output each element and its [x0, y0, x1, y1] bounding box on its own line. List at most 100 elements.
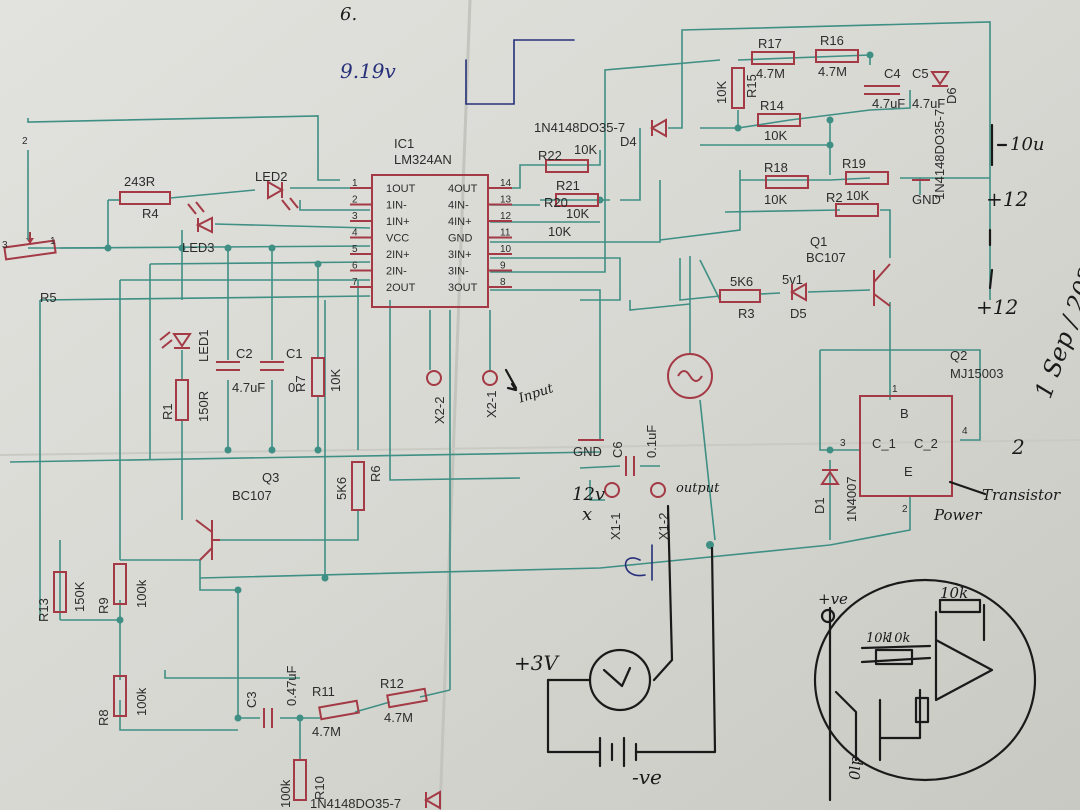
c2-ref: C2	[236, 346, 253, 361]
r11-value: 4.7M	[312, 724, 341, 739]
ic1-pin-name: 2IN-	[386, 266, 407, 278]
q2-type: MJ15003	[950, 366, 1003, 381]
ic1-ref: IC1	[394, 136, 414, 151]
ic1-pin-number: 8	[500, 277, 506, 288]
r12-ref: R12	[380, 676, 404, 691]
r9-value: 100k	[134, 579, 149, 608]
resistor-r3: 5K6 R3	[719, 274, 761, 321]
led2-label: LED2	[255, 169, 288, 184]
q2-pin-4: 4	[962, 426, 968, 437]
resistor-r20: R20 10K 10K	[544, 195, 589, 239]
q1-ref: Q1	[810, 234, 827, 249]
capacitor-c1: C1 0.	[260, 346, 303, 395]
resistor-r6: 5K6 R6	[334, 461, 383, 511]
q2-c2: C_2	[914, 436, 938, 451]
r17-ref: R17	[758, 36, 782, 51]
ic1-pin-number: 9	[500, 261, 506, 272]
led1-label: LED1	[196, 329, 211, 362]
aux-olp: 0lp	[846, 756, 864, 780]
resistor-r16: R16 4.7M	[815, 33, 859, 79]
r3-ref: R3	[738, 306, 755, 321]
r22-value: 10K	[574, 142, 597, 157]
switch-symbol	[990, 123, 1008, 167]
led2: LED2	[255, 169, 299, 211]
led3-label: LED3	[182, 240, 215, 255]
aux-sketch-circle	[813, 578, 1037, 782]
r4-ref: R4	[142, 206, 159, 221]
gnd-mid: GND	[573, 439, 604, 459]
r15-value: 10K	[714, 81, 729, 104]
c5-ref: C5	[912, 66, 929, 81]
q3-ref: Q3	[262, 470, 279, 485]
r16-ref: R16	[820, 33, 844, 48]
capacitor-c4: C4 4.7uF	[864, 66, 905, 111]
d1-ref: D1	[812, 497, 827, 514]
resistor-r4: 243R R4	[119, 174, 171, 221]
resistor-r8: R8 100k	[96, 675, 149, 726]
r20-ref: R20	[544, 195, 568, 210]
q1-type: BC107	[806, 250, 846, 265]
output-note: output	[676, 481, 720, 496]
resistor-r10: 100k R10	[278, 759, 327, 808]
d1-part: 1N4007	[844, 476, 859, 522]
x-mark: x	[582, 504, 592, 525]
paper-fold	[438, 0, 472, 810]
diode-d4: 1N4148DO35-7 D4	[534, 118, 667, 149]
transistor-q1: Q1 BC107	[806, 234, 891, 307]
c1-value: 0.	[288, 380, 299, 395]
page-number: 6.	[340, 4, 357, 25]
ic1-pin-name: 1IN+	[386, 216, 410, 228]
r11-ref: R11	[312, 684, 335, 699]
ic1-pin-number: 11	[500, 228, 511, 239]
plus-12-a: +12	[986, 187, 1028, 211]
r15-ref: R15	[744, 74, 759, 98]
r22-ref: R22	[538, 148, 562, 163]
potentiometer: 1 2 3	[2, 136, 57, 261]
ic1-pin-number: 4	[352, 228, 358, 239]
r9-ref: R9	[96, 597, 111, 614]
ic1-pin-name: GND	[448, 233, 473, 245]
paper-fold-2	[0, 439, 1080, 456]
diode-d6: D6 1N4148DO35-7	[930, 71, 959, 200]
d5-ref: D5	[790, 306, 807, 321]
r8-ref: R8	[96, 709, 111, 726]
c3-value: 0.47uF	[284, 665, 299, 706]
q2-emitter: E	[904, 464, 913, 479]
q3-type: BC107	[232, 488, 272, 503]
aux-plus-ve: +ve	[818, 590, 848, 608]
ic1-pin-number: 10	[500, 244, 512, 255]
q2-pin-1: 1	[892, 384, 898, 395]
plus-3v-note: +3V	[514, 651, 560, 675]
ic1-body	[371, 174, 489, 308]
resistor-r13: R13 150K	[36, 571, 87, 622]
ic1-pin-name: 1IN-	[386, 200, 407, 212]
pot-pin-3: 3	[2, 240, 8, 251]
resistor-r9: R9 100k	[96, 563, 149, 614]
d4-ref: D4	[620, 134, 637, 149]
q2-pin-3: 3	[840, 438, 846, 449]
ic1-pin-name: 4OUT	[448, 183, 478, 195]
c4-ref: C4	[884, 66, 901, 81]
c6-ref: C6	[610, 441, 625, 458]
pot-pin-1: 1	[50, 236, 56, 247]
r13-value: 150K	[72, 581, 87, 612]
x2-1-label: X2-1	[484, 391, 499, 418]
bottom-diode-part: 1N4148DO35-7	[310, 796, 401, 810]
ic1-part: LM324AN	[394, 152, 452, 167]
d4-part: 1N4148DO35-7	[534, 120, 625, 135]
transistor-q3: Q3 BC107	[195, 470, 279, 561]
resistor-r22: R22 10K	[538, 142, 597, 173]
transistor-q2: Q2 MJ15003 B C_1 C_2 E 1 2 3 4	[840, 348, 1003, 515]
c1-ref: C1	[286, 346, 303, 361]
r5-label: R5	[40, 290, 57, 305]
r20-value: 10K	[566, 206, 589, 221]
r3-value: 5K6	[730, 274, 753, 289]
r10-ref: R10	[312, 776, 327, 800]
c2-value: 4.7uF	[232, 380, 265, 395]
bottom-diode: 1N4148DO35-7	[310, 790, 441, 810]
resistor-r15: 10K R15	[714, 67, 759, 109]
r7-value: 10K	[328, 369, 343, 392]
